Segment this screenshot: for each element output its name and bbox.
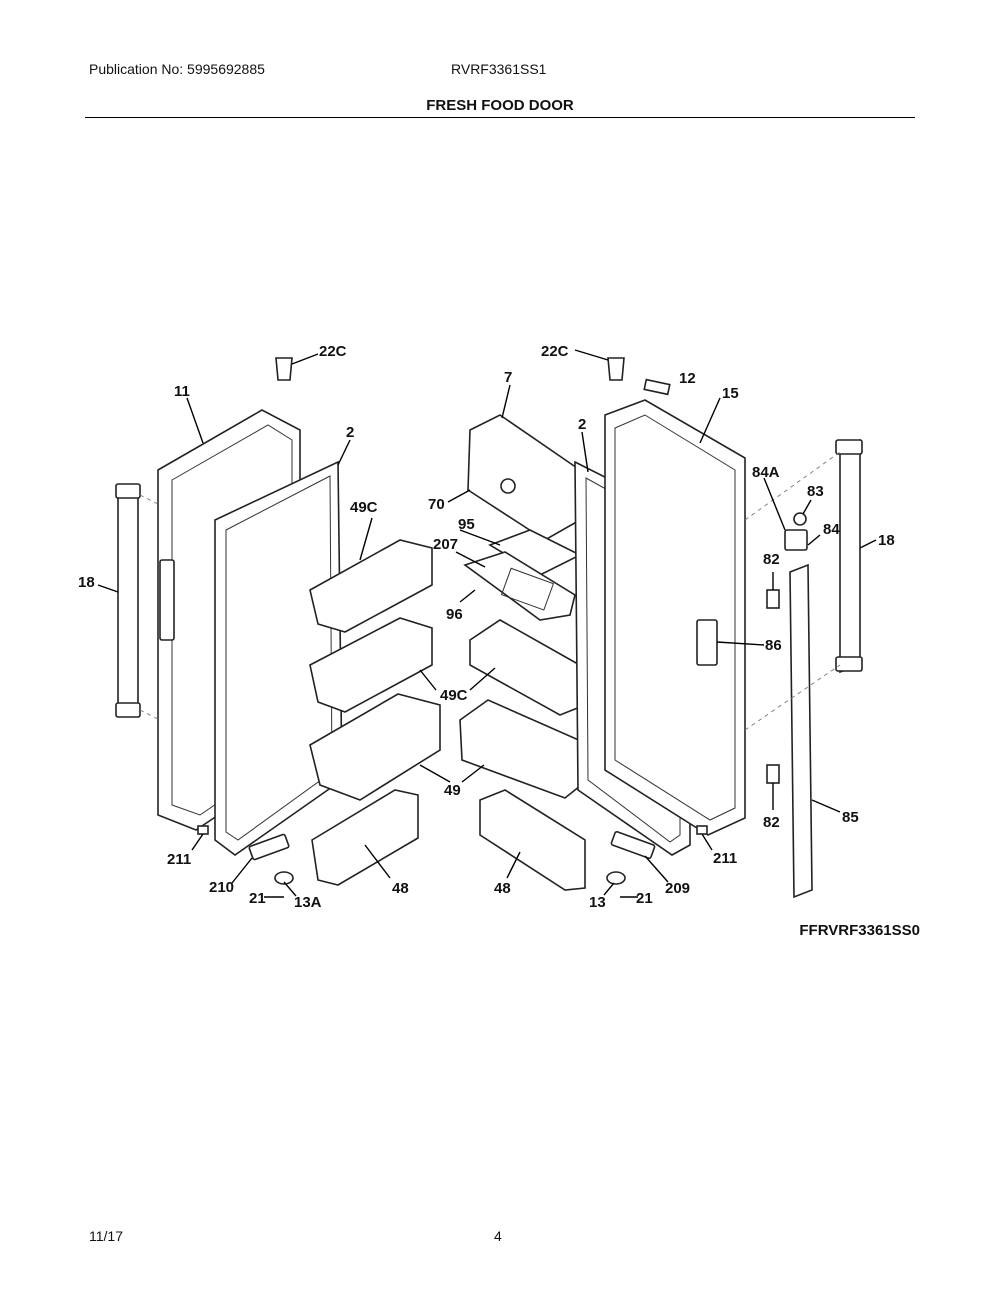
left-door-gasket xyxy=(214,460,343,856)
callout-211-left: 211 xyxy=(167,851,191,868)
callout-82-lower: 82 xyxy=(763,814,780,831)
right-door-bins xyxy=(459,619,591,891)
callout-21-right: 21 xyxy=(636,890,653,907)
callout-70: 70 xyxy=(428,496,445,513)
publication-number: Publication No: 5995692885 xyxy=(89,61,265,77)
page-number: 4 xyxy=(494,1228,502,1244)
hinge-210 xyxy=(248,833,290,861)
bushing-13 xyxy=(606,871,626,885)
callout-207: 207 xyxy=(433,536,458,553)
header-rule xyxy=(85,117,915,118)
label-12 xyxy=(643,378,671,396)
leader-lines xyxy=(97,349,877,898)
hinge-209 xyxy=(610,831,656,859)
left-handle xyxy=(115,483,141,718)
callout-95: 95 xyxy=(458,516,475,533)
callout-49: 49 xyxy=(444,782,461,799)
bracket-84 xyxy=(784,529,808,551)
callout-13: 13 xyxy=(589,894,606,911)
cap-83 xyxy=(793,512,807,526)
callout-18-right: 18 xyxy=(878,532,895,549)
callout-22C-left: 22C xyxy=(319,343,347,360)
callout-11: 11 xyxy=(174,383,190,400)
clip-82-upper xyxy=(766,589,780,609)
center-dispenser-housing xyxy=(463,414,582,621)
right-handle xyxy=(835,438,863,674)
callout-48-left: 48 xyxy=(392,880,409,897)
callout-82-upper: 82 xyxy=(763,551,780,568)
left-hinge-cap xyxy=(275,357,293,381)
callout-85: 85 xyxy=(842,809,859,826)
plug-211-right xyxy=(696,825,708,835)
callout-2-right: 2 xyxy=(578,416,586,433)
callout-labels: 22C 22C 7 12 11 15 2 2 84A 83 84 18 18 4… xyxy=(78,343,895,911)
plug-211-left xyxy=(197,825,209,835)
section-title: FRESH FOOD DOOR xyxy=(426,97,574,114)
callout-84A: 84A xyxy=(752,464,780,481)
callout-48-right: 48 xyxy=(494,880,511,897)
callout-18-left: 18 xyxy=(78,574,95,591)
left-door-bins xyxy=(309,539,441,801)
callout-13A: 13A xyxy=(294,894,322,911)
callout-84: 84 xyxy=(823,521,840,538)
callout-22C-right: 22C xyxy=(541,343,569,360)
callout-209: 209 xyxy=(665,880,690,897)
callout-86: 86 xyxy=(765,637,782,654)
callout-15: 15 xyxy=(722,385,739,402)
callout-83: 83 xyxy=(807,483,824,500)
drawing-code: FFRVRF3361SS0 xyxy=(799,922,920,939)
callout-49C-upper: 49C xyxy=(350,499,378,516)
callout-2-left: 2 xyxy=(346,424,354,441)
right-hinge-cap xyxy=(607,357,625,381)
right-door-shell xyxy=(604,399,746,836)
callout-12: 12 xyxy=(679,370,696,387)
callout-21-left: 21 xyxy=(249,890,266,907)
bushing-13A xyxy=(274,871,294,885)
callout-96: 96 xyxy=(446,606,463,623)
callout-7: 7 xyxy=(504,369,512,386)
callout-49C-lower: 49C xyxy=(440,687,468,704)
callout-210: 210 xyxy=(209,879,234,896)
left-lower-shelf xyxy=(311,789,419,886)
door-trim-strip xyxy=(789,563,813,899)
clip-82-lower xyxy=(766,764,780,784)
footer-date: 11/17 xyxy=(89,1228,123,1244)
callout-211-right: 211 xyxy=(713,850,737,867)
model-number: RVRF3361SS1 xyxy=(451,61,547,77)
